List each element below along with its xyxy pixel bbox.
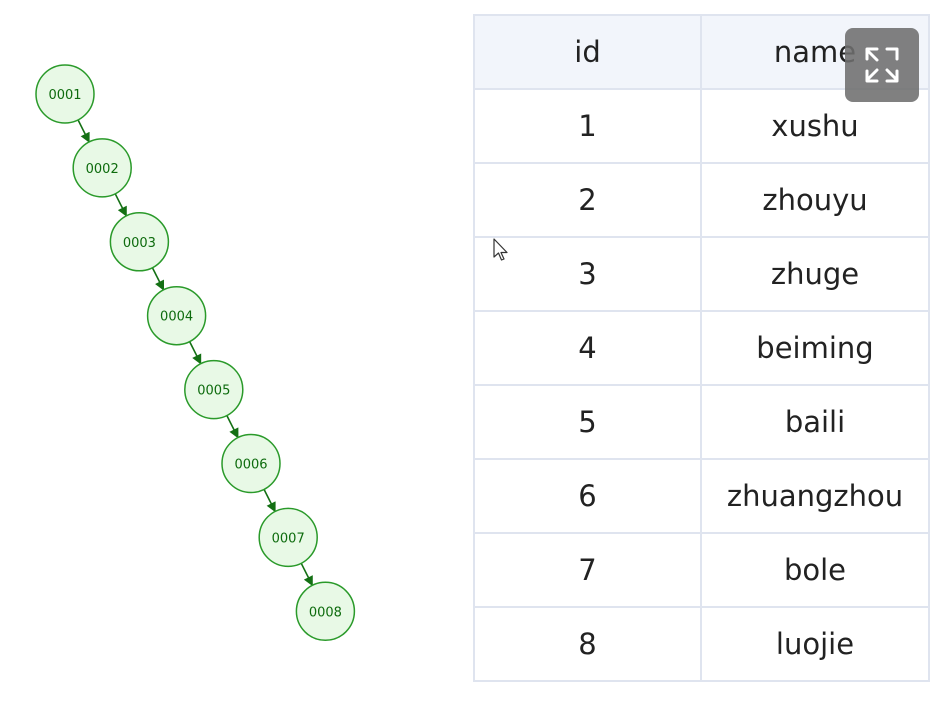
cell-name: luojie: [700, 606, 930, 682]
tree-node[interactable]: 0005: [184, 359, 244, 420]
cell-name: baili: [700, 384, 930, 460]
tree-edge: [114, 193, 127, 217]
tree-edges: [77, 119, 313, 587]
tree-node-circle: [258, 507, 318, 568]
cell-name: zhouyu: [700, 162, 930, 238]
tree-node-label: 0003: [123, 236, 156, 251]
tree-node[interactable]: 0006: [221, 433, 281, 494]
expand-button[interactable]: [845, 28, 919, 102]
tree-edge: [226, 415, 239, 439]
cell-id: 1: [473, 88, 702, 164]
tree-node-circle: [72, 138, 132, 198]
mouse-pointer-icon: [493, 238, 508, 261]
tree-node-label: 0006: [234, 458, 267, 473]
tree-node[interactable]: 0002: [72, 138, 132, 198]
cell-name: zhuangzhou: [700, 458, 930, 534]
tree-node-circle: [35, 64, 95, 124]
tree-node[interactable]: 0001: [35, 64, 95, 124]
cell-id: 5: [473, 384, 702, 460]
cell-id: 3: [473, 236, 702, 312]
tree-node-label: 0001: [48, 88, 81, 103]
cell-name: beiming: [700, 310, 930, 386]
expand-icon: [865, 47, 899, 83]
tree-edge: [300, 562, 313, 587]
tree-node[interactable]: 0007: [258, 507, 318, 568]
tree-node[interactable]: 0003: [109, 212, 170, 272]
tree-node-circle: [295, 581, 356, 642]
tree-node-label: 0008: [309, 605, 342, 620]
tree-edge: [188, 341, 202, 365]
tree-node-circle: [109, 212, 170, 272]
cell-id: 8: [473, 606, 702, 682]
tree-edge: [77, 119, 90, 143]
tree-node-circle: [221, 433, 281, 494]
tree-edge: [151, 267, 165, 291]
tree-node-label: 0007: [272, 531, 305, 546]
tree-node[interactable]: 0008: [295, 581, 356, 642]
cell-name: zhuge: [700, 236, 930, 312]
cell-name: bole: [700, 532, 930, 608]
tree-node[interactable]: 0004: [146, 285, 207, 346]
tree-node-label: 0002: [86, 162, 119, 177]
cell-id: 4: [473, 310, 702, 386]
cell-id: 2: [473, 162, 702, 238]
cell-id: 6: [473, 458, 702, 534]
tree-edge: [263, 489, 276, 513]
cell-id: 7: [473, 532, 702, 608]
tree-nodes: 0001 0002 0003 0004 0005 0006 0007 0008: [35, 64, 356, 642]
tree-node-label: 0004: [160, 310, 193, 325]
tree-node-circle: [184, 359, 244, 420]
linked-list-tree: 0001 0002 0003 0004 0005 0006 0007 0008: [35, 64, 356, 642]
column-header-id[interactable]: id: [473, 14, 702, 90]
tree-node-circle: [146, 285, 207, 346]
table-header-row: id name: [473, 14, 930, 90]
tree-node-label: 0005: [197, 384, 230, 399]
